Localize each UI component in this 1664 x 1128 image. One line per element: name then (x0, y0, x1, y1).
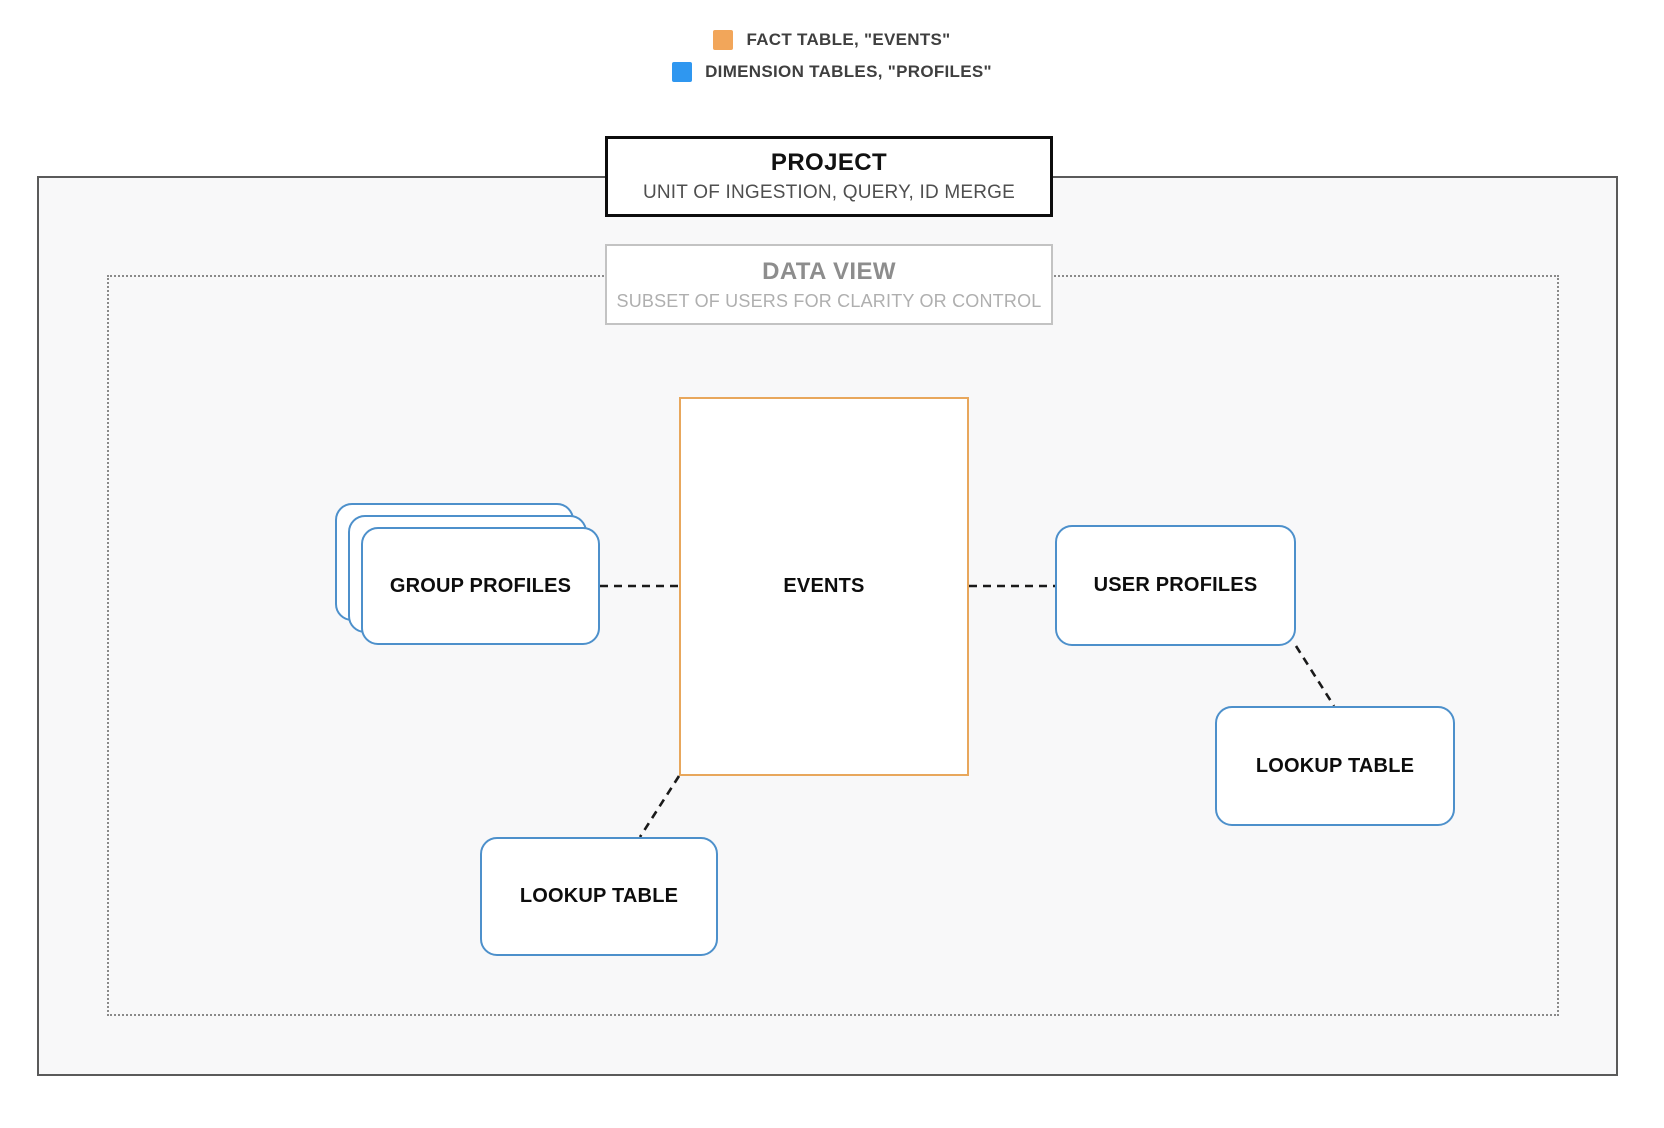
node-lookup-table-right-label: LOOKUP TABLE (1255, 754, 1415, 777)
data-view-title: DATA VIEW (762, 257, 896, 285)
data-view-title-box: DATA VIEW SUBSET OF USERS FOR CLARITY OR… (605, 244, 1053, 325)
node-lookup-table-bottom: LOOKUP TABLE (480, 837, 718, 956)
legend: FACT TABLE, "EVENTS" DIMENSION TABLES, "… (0, 30, 1664, 82)
legend-label-fact-table: FACT TABLE, "EVENTS" (746, 30, 951, 49)
legend-label-dimension-tables: DIMENSION TABLES, "PROFILES" (705, 62, 992, 81)
node-lookup-table-right: LOOKUP TABLE (1215, 706, 1455, 826)
node-group-profiles: GROUP PROFILES (361, 527, 600, 645)
legend-item-fact-table: FACT TABLE, "EVENTS" (713, 30, 950, 50)
project-subtitle: UNIT OF INGESTION, QUERY, ID MERGE (642, 182, 1016, 203)
node-user-profiles: USER PROFILES (1055, 525, 1296, 646)
project-title-box: PROJECT UNIT OF INGESTION, QUERY, ID MER… (605, 136, 1053, 217)
data-view-subtitle: SUBSET OF USERS FOR CLARITY OR CONTROL (616, 290, 1042, 311)
node-group-profiles-label: GROUP PROFILES (389, 574, 572, 597)
fact-table-swatch-icon (713, 30, 734, 50)
legend-item-dimension-tables: DIMENSION TABLES, "PROFILES" (672, 62, 992, 82)
node-user-profiles-label: USER PROFILES (1093, 574, 1258, 596)
project-title: PROJECT (770, 149, 888, 176)
node-lookup-table-bottom-label: LOOKUP TABLE (519, 885, 679, 907)
node-events-label: EVENTS (783, 575, 865, 597)
node-events: EVENTS (679, 397, 969, 776)
dimension-table-swatch-icon (672, 62, 693, 82)
